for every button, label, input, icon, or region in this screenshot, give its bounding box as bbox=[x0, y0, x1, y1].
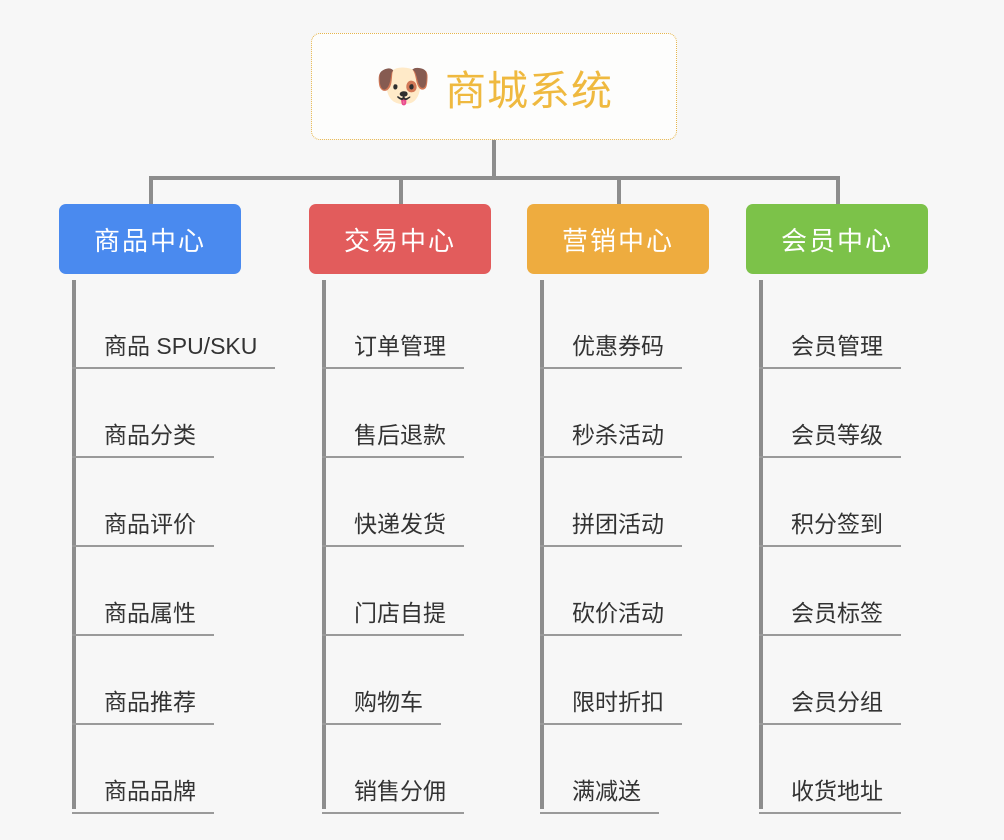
category-header-trade[interactable]: 交易中心 bbox=[309, 204, 491, 274]
leaf-item[interactable]: 商品评价 bbox=[59, 458, 309, 547]
branch-drop-connector-1 bbox=[149, 176, 153, 206]
leaf-label: 优惠券码 bbox=[540, 327, 682, 369]
category-column-product: 商品中心 商品 SPU/SKU 商品分类 商品评价 商品属性 商品推荐 商品品牌 bbox=[59, 204, 309, 814]
leaf-label: 限时折扣 bbox=[540, 683, 682, 725]
category-label: 交易中心 bbox=[343, 225, 456, 256]
leaf-label: 商品属性 bbox=[72, 594, 214, 636]
leaf-item[interactable]: 积分签到 bbox=[746, 458, 965, 547]
leaf-label: 商品品牌 bbox=[72, 772, 214, 814]
branch-bus-connector bbox=[149, 176, 839, 180]
leaf-item[interactable]: 限时折扣 bbox=[527, 636, 746, 725]
category-header-member[interactable]: 会员中心 bbox=[746, 204, 928, 274]
branch-drop-connector-3 bbox=[617, 176, 621, 206]
category-column-marketing: 营销中心 优惠券码 秒杀活动 拼团活动 砍价活动 限时折扣 满减送 bbox=[527, 204, 746, 814]
leaf-label: 砍价活动 bbox=[540, 594, 682, 636]
leaf-item[interactable]: 会员标签 bbox=[746, 547, 965, 636]
leaf-label: 购物车 bbox=[322, 683, 441, 725]
leaf-label: 积分签到 bbox=[759, 505, 901, 547]
leaf-item[interactable]: 秒杀活动 bbox=[527, 369, 746, 458]
root-stem-connector bbox=[492, 140, 496, 178]
dog-face-icon: 🐶 bbox=[374, 60, 432, 111]
column-spine bbox=[72, 280, 76, 809]
leaf-list: 会员管理 会员等级 积分签到 会员标签 会员分组 收货地址 bbox=[746, 280, 965, 814]
leaf-item[interactable]: 门店自提 bbox=[309, 547, 527, 636]
category-label: 会员中心 bbox=[780, 225, 893, 256]
branch-drop-connector-2 bbox=[399, 176, 403, 206]
leaf-label: 会员标签 bbox=[759, 594, 901, 636]
category-header-product[interactable]: 商品中心 bbox=[59, 204, 241, 274]
leaf-item[interactable]: 购物车 bbox=[309, 636, 527, 725]
leaf-label: 门店自提 bbox=[322, 594, 464, 636]
leaf-item[interactable]: 会员分组 bbox=[746, 636, 965, 725]
leaf-item[interactable]: 砍价活动 bbox=[527, 547, 746, 636]
leaf-label: 销售分佣 bbox=[322, 772, 464, 814]
category-label: 商品中心 bbox=[93, 225, 206, 256]
leaf-item[interactable]: 商品分类 bbox=[59, 369, 309, 458]
leaf-item[interactable]: 订单管理 bbox=[309, 280, 527, 369]
leaf-list: 商品 SPU/SKU 商品分类 商品评价 商品属性 商品推荐 商品品牌 bbox=[59, 280, 309, 814]
leaf-item[interactable]: 商品推荐 bbox=[59, 636, 309, 725]
leaf-item[interactable]: 优惠券码 bbox=[527, 280, 746, 369]
leaf-item[interactable]: 满减送 bbox=[527, 725, 746, 814]
leaf-label: 秒杀活动 bbox=[540, 416, 682, 458]
leaf-label: 商品评价 bbox=[72, 505, 214, 547]
leaf-label: 商品推荐 bbox=[72, 683, 214, 725]
leaf-label: 商品 SPU/SKU bbox=[72, 327, 276, 369]
leaf-label: 商品分类 bbox=[72, 416, 214, 458]
category-label: 营销中心 bbox=[561, 225, 674, 256]
column-spine bbox=[759, 280, 763, 809]
leaf-item[interactable]: 销售分佣 bbox=[309, 725, 527, 814]
leaf-label: 会员分组 bbox=[759, 683, 901, 725]
leaf-item[interactable]: 会员管理 bbox=[746, 280, 965, 369]
leaf-label: 订单管理 bbox=[322, 327, 464, 369]
leaf-item[interactable]: 会员等级 bbox=[746, 369, 965, 458]
root-title: 商城系统 bbox=[445, 67, 614, 114]
leaf-item[interactable]: 商品品牌 bbox=[59, 725, 309, 814]
leaf-item[interactable]: 快递发货 bbox=[309, 458, 527, 547]
category-column-trade: 交易中心 订单管理 售后退款 快递发货 门店自提 购物车 销售分佣 bbox=[309, 204, 527, 814]
leaf-item[interactable]: 售后退款 bbox=[309, 369, 527, 458]
leaf-item[interactable]: 商品属性 bbox=[59, 547, 309, 636]
leaf-label: 快递发货 bbox=[322, 505, 464, 547]
root-node[interactable]: 🐶 商城系统 bbox=[311, 33, 677, 140]
leaf-label: 会员等级 bbox=[759, 416, 901, 458]
leaf-label: 拼团活动 bbox=[540, 505, 682, 547]
leaf-list: 优惠券码 秒杀活动 拼团活动 砍价活动 限时折扣 满减送 bbox=[527, 280, 746, 814]
category-header-marketing[interactable]: 营销中心 bbox=[527, 204, 709, 274]
leaf-item[interactable]: 商品 SPU/SKU bbox=[59, 280, 309, 369]
branch-drop-connector-4 bbox=[836, 176, 840, 206]
leaf-label: 满减送 bbox=[540, 772, 659, 814]
leaf-label: 会员管理 bbox=[759, 327, 901, 369]
category-column-member: 会员中心 会员管理 会员等级 积分签到 会员标签 会员分组 收货地址 bbox=[746, 204, 965, 814]
leaf-label: 收货地址 bbox=[759, 772, 901, 814]
leaf-list: 订单管理 售后退款 快递发货 门店自提 购物车 销售分佣 bbox=[309, 280, 527, 814]
column-spine bbox=[540, 280, 544, 809]
leaf-label: 售后退款 bbox=[322, 416, 464, 458]
leaf-item[interactable]: 拼团活动 bbox=[527, 458, 746, 547]
column-spine bbox=[322, 280, 326, 809]
leaf-item[interactable]: 收货地址 bbox=[746, 725, 965, 814]
